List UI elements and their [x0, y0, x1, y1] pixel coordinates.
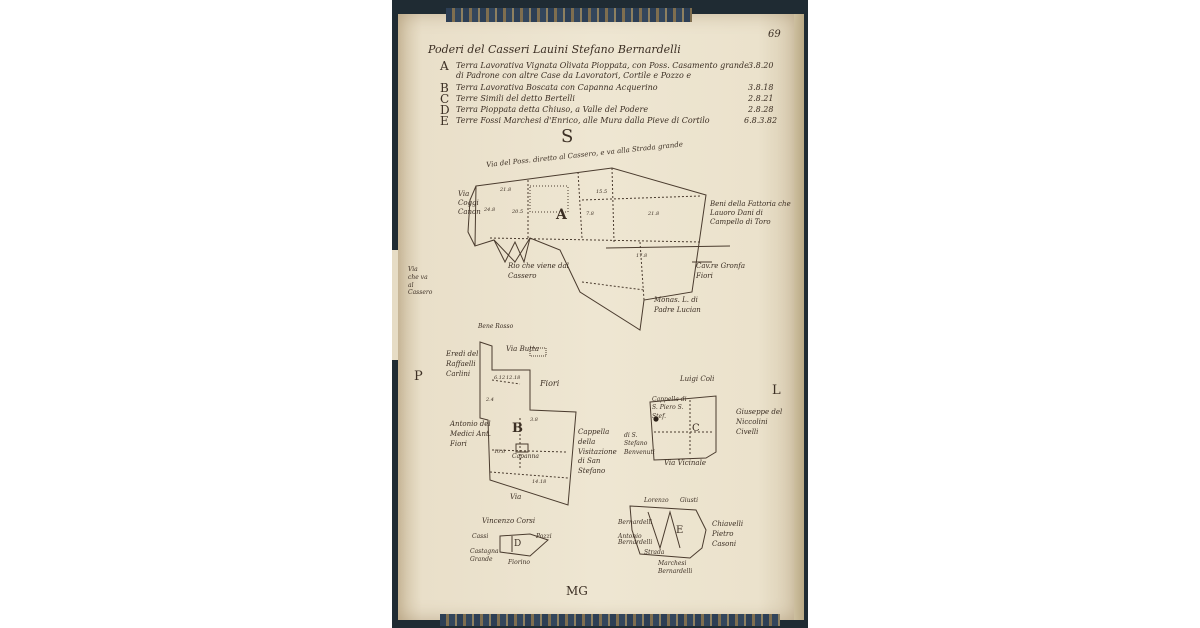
binding-bottom	[440, 614, 780, 626]
via-vicinale-label: Via Vicinale	[664, 459, 706, 467]
legend-letter-a: A	[440, 59, 449, 73]
via-butta-label: Via Butta	[506, 345, 540, 353]
well-marker	[653, 416, 659, 422]
parcel-e-outline	[629, 505, 707, 559]
legend-text-d: Terra Pioppata detta Chiuso, a Valle del…	[456, 105, 649, 114]
giusti-label: Giusti	[680, 497, 698, 504]
legend-text-b: Terra Lavorativa Boscata con Capanna Acq…	[456, 83, 658, 92]
measure: 14.18	[532, 479, 547, 485]
manuscript-page	[398, 14, 798, 620]
via-b-label: Via	[510, 493, 522, 501]
measure: 15.5	[596, 189, 608, 195]
raffaelli-label: Eredi del Raffaelli Carlini	[446, 350, 479, 378]
monas-label: Monas. L. di Padre Lucian	[654, 296, 701, 314]
measure: 3.8	[530, 417, 538, 423]
benvenuti-label: di S. Stefano Benvenuti	[624, 432, 655, 456]
legend-letter-c: C	[440, 92, 450, 106]
bernardelli-label: Bernardelli	[618, 519, 653, 526]
legend-amount-a: 3.8.20	[748, 61, 774, 70]
capanna-building	[515, 443, 529, 453]
cappella-c-label: Cappella di S. Piero S. Stef.	[652, 396, 687, 420]
legend-letter-d: D	[440, 103, 450, 117]
measure: 7.8	[586, 211, 594, 217]
parcel-d-outline	[499, 533, 549, 557]
measure: 12.18	[506, 375, 521, 381]
parcel-b-label: B	[512, 421, 523, 436]
niccolini-label: Giuseppe del Niccolini Civelli	[736, 408, 783, 436]
marchesi-label: Marchesi Bernardelli	[658, 560, 693, 575]
compass-south: MG	[566, 584, 588, 598]
right-top-label: Beni della Fattoria che Lauoro Dani di C…	[710, 200, 791, 227]
lorenzo-label: Lorenzo	[644, 497, 669, 504]
measure: 21.8	[648, 211, 660, 217]
compass-north: S	[561, 126, 574, 147]
fiorino-label: Fiorino	[508, 559, 530, 566]
cappella-label: Cappella della Visitazione di San Stefan…	[578, 428, 617, 476]
measure: 17.8	[636, 253, 648, 259]
parcel-a-teeth	[493, 237, 531, 264]
pozzi-label: Pozzi	[536, 533, 552, 540]
parcel-c-label: C	[692, 423, 700, 434]
measure: 20.5	[512, 209, 524, 215]
castagna-label: Castagna Grande	[470, 548, 499, 563]
measure: 6.12	[494, 375, 506, 381]
capanna-label: Capanna	[512, 453, 539, 460]
legend-letter-b: B	[440, 81, 449, 95]
gronfa-label: Cav.re Gronfa Fiori	[696, 262, 746, 280]
measure: 2.4	[486, 397, 494, 403]
parcel-a-label: A	[556, 207, 567, 223]
strada-label: Strada	[644, 549, 665, 556]
legend-letter-e: E	[440, 114, 449, 128]
chiavelli-label: Chiavelli Pietro Casoni	[712, 520, 744, 548]
compass-east: L	[772, 383, 781, 398]
vincenzo-corsi-label: Vincenzo Corsi	[482, 517, 536, 525]
document-title: Poderi del Casseri Lauini Stefano Bernar…	[428, 43, 681, 56]
legend-text-a2: di Padrone con altre Case da Lavoratori,…	[456, 71, 692, 80]
binding-top	[446, 8, 692, 22]
parcel-d-label: D	[514, 539, 522, 549]
parcel-e-label: E	[676, 525, 684, 536]
luigi-coli-label: Luigi Coli	[680, 375, 715, 383]
bene-rosso-label: Bene Rosso	[478, 323, 514, 330]
legend-text-e: Terre Fossi Marchesi d'Enrico, alle Mura…	[456, 116, 710, 125]
side-road-label: Via che va al Cassero	[408, 266, 433, 297]
measure: 21.8	[500, 187, 512, 193]
antonio-medici-label: Antonio del Medici Ant. Fiori	[450, 420, 492, 448]
parcel-a-building	[529, 185, 569, 213]
measure: 10.6	[494, 449, 506, 455]
legend-amount-b: 3.8.18	[748, 83, 774, 92]
legend-text-c: Terre Simili del detto Bertelli	[456, 94, 575, 103]
left-top-label: Via Coggi Canon	[458, 190, 481, 217]
measure: 24.8	[484, 207, 496, 213]
parcel-b-outline	[479, 341, 577, 506]
legend-amount-d: 2.8.28	[748, 105, 774, 114]
page-number: 69	[768, 29, 781, 40]
legend-amount-e: 6.8.3.82	[744, 116, 778, 125]
compass-west: P	[414, 369, 423, 384]
parcel-c-outline	[649, 395, 717, 461]
page-edge	[794, 14, 804, 620]
legend-text-a: Terra Lavorativa Vignata Olivata Pioppat…	[456, 61, 749, 70]
cassi-label: Cassi	[472, 533, 489, 540]
rio-label: Rio che viene dal Cassero	[508, 262, 569, 280]
legend-amount-c: 2.8.21	[748, 94, 774, 103]
antonio-e-label: Antonio Bernardelli	[618, 533, 653, 546]
fiori-label: Fiori	[540, 379, 560, 388]
